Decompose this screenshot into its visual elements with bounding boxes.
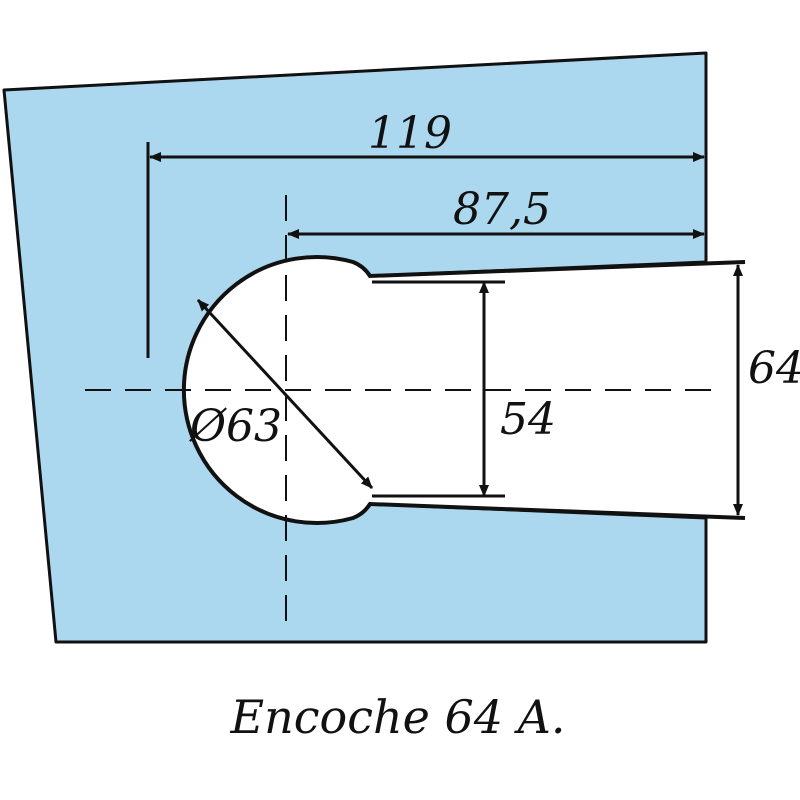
dimension-label-64: 64 xyxy=(748,343,800,394)
caption: Encoche 64 A. xyxy=(230,690,566,744)
dimension-label-119: 119 xyxy=(368,108,452,159)
dimension-label-diameter: Ø63 xyxy=(189,401,282,452)
dimension-line-diameter xyxy=(196,298,374,490)
dimension-label-87-5: 87,5 xyxy=(453,184,551,235)
dimension-label-54: 54 xyxy=(500,394,556,445)
glass-panel xyxy=(2,51,708,644)
